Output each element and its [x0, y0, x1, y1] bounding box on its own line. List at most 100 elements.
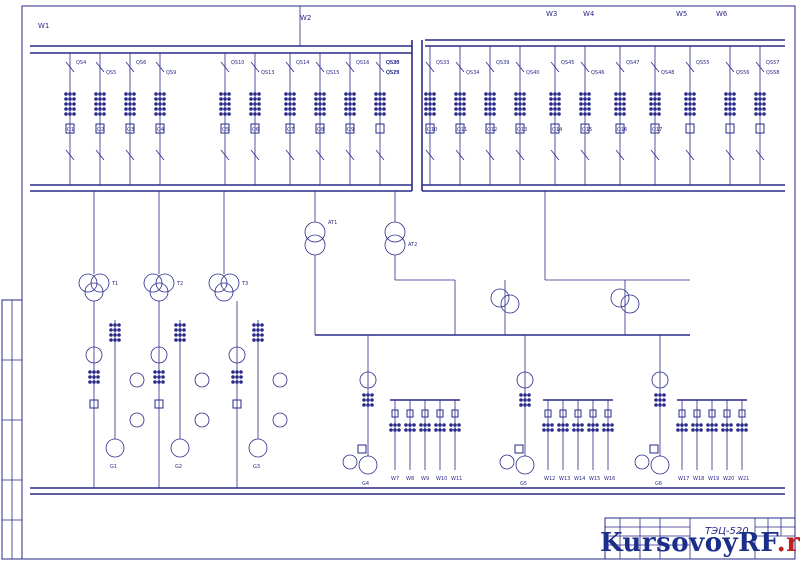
- line-label-w1: W1: [38, 22, 49, 30]
- bay-label: QS56: [736, 70, 749, 76]
- bay-label: QS19: [386, 70, 399, 76]
- transformer-icon: [359, 371, 377, 389]
- current-transformer-icon: [423, 428, 427, 432]
- current-transformer-icon: [124, 102, 128, 106]
- current-transformer-icon: [158, 107, 162, 111]
- current-transformer-icon: [153, 375, 157, 379]
- current-transformer-icon: [174, 333, 178, 337]
- bay-label: QS15: [326, 70, 339, 76]
- current-transformer-icon: [424, 102, 428, 106]
- current-transformer-icon: [182, 333, 186, 337]
- current-transformer-icon: [68, 97, 72, 101]
- disconnector-icon: [155, 61, 165, 73]
- feeder-label: W16: [604, 476, 615, 482]
- current-transformer-icon: [412, 428, 416, 432]
- current-transformer-icon: [462, 97, 466, 101]
- current-transformer-icon: [124, 107, 128, 111]
- bay-label: QS25: [386, 70, 399, 76]
- current-transformer-icon: [68, 107, 72, 111]
- breaker-label: Q6: [252, 127, 259, 133]
- current-transformer-icon: [618, 92, 622, 96]
- current-transformer-icon: [484, 107, 488, 111]
- breaker-label: Q7: [287, 127, 294, 133]
- feeder-bay: [514, 46, 526, 185]
- current-transformer-icon: [622, 97, 626, 101]
- current-transformer-icon: [257, 97, 261, 101]
- current-transformer-icon: [688, 112, 692, 116]
- current-transformer-icon: [565, 428, 569, 432]
- current-transformer-icon: [688, 92, 692, 96]
- outgoing-feeder: W19: [706, 400, 719, 482]
- current-transformer-icon: [253, 92, 257, 96]
- current-transformer-icon: [227, 112, 231, 116]
- current-transformer-icon: [754, 107, 758, 111]
- current-transformer-icon: [754, 92, 758, 96]
- current-transformer-icon: [128, 112, 132, 116]
- current-transformer-icon: [724, 102, 728, 106]
- current-transformer-icon: [223, 92, 227, 96]
- current-transformer-icon: [587, 428, 591, 432]
- current-transformer-icon: [699, 428, 703, 432]
- autotransformer-at2: AT2: [384, 221, 417, 256]
- feeder-label: W13: [559, 476, 570, 482]
- current-transformer-icon: [553, 92, 557, 96]
- bay-label: QS58: [766, 70, 779, 76]
- current-transformer-icon: [458, 107, 462, 111]
- current-transformer-icon: [219, 107, 223, 111]
- current-transformer-icon: [484, 102, 488, 106]
- current-transformer-icon: [462, 92, 466, 96]
- disconnector-icon: [755, 61, 765, 73]
- outgoing-feeder: W17: [676, 400, 689, 482]
- current-transformer-icon: [344, 112, 348, 116]
- current-transformer-icon: [352, 97, 356, 101]
- current-transformer-icon: [98, 107, 102, 111]
- current-transformer-icon: [96, 370, 100, 374]
- disconnector-icon: [615, 61, 625, 73]
- breaker-icon: [65, 123, 75, 134]
- current-transformer-icon: [449, 423, 453, 427]
- current-transformer-icon: [393, 423, 397, 427]
- line-label-w6: W6: [716, 10, 728, 18]
- current-transformer-icon: [653, 102, 657, 106]
- line-label-w3: W3: [546, 10, 557, 18]
- breaker-label: Q12: [487, 127, 497, 133]
- current-transformer-icon: [378, 102, 382, 106]
- breaker-icon: [485, 123, 495, 134]
- disconnector-icon: [685, 149, 695, 161]
- current-transformer-icon: [94, 107, 98, 111]
- current-transformer-icon: [314, 97, 318, 101]
- feeder-label: W17: [678, 476, 689, 482]
- current-transformer-icon: [542, 423, 546, 427]
- current-transformer-icon: [579, 102, 583, 106]
- current-transformer-icon: [728, 97, 732, 101]
- current-transformer-icon: [523, 403, 527, 407]
- current-transformer-icon: [239, 370, 243, 374]
- current-transformer-icon: [366, 393, 370, 397]
- breaker-label: Q17: [652, 127, 662, 133]
- breaker-label: Q9: [347, 127, 354, 133]
- current-transformer-icon: [132, 102, 136, 106]
- disconnector-icon: [515, 61, 525, 73]
- current-transformer-icon: [256, 333, 260, 337]
- current-transformer-icon: [514, 102, 518, 106]
- title-block: ТЭЦ-520: [604, 517, 796, 560]
- current-transformer-icon: [389, 428, 393, 432]
- current-transformer-icon: [518, 102, 522, 106]
- current-transformer-icon: [157, 380, 161, 384]
- feeder-label: W14: [574, 476, 585, 482]
- current-transformer-icon: [622, 107, 626, 111]
- current-transformer-icon: [344, 97, 348, 101]
- current-transformer-icon: [288, 107, 292, 111]
- current-transformer-icon: [618, 102, 622, 106]
- current-transformer-icon: [692, 102, 696, 106]
- current-transformer-icon: [253, 102, 257, 106]
- current-transformer-icon: [762, 97, 766, 101]
- current-transformer-icon: [352, 112, 356, 116]
- disconnector-icon: [315, 61, 325, 73]
- disconnector-icon: [685, 61, 695, 73]
- current-transformer-icon: [257, 107, 261, 111]
- current-transformer-icon: [314, 102, 318, 106]
- current-transformer-icon: [653, 92, 657, 96]
- current-transformer-icon: [729, 428, 733, 432]
- current-transformer-icon: [453, 428, 457, 432]
